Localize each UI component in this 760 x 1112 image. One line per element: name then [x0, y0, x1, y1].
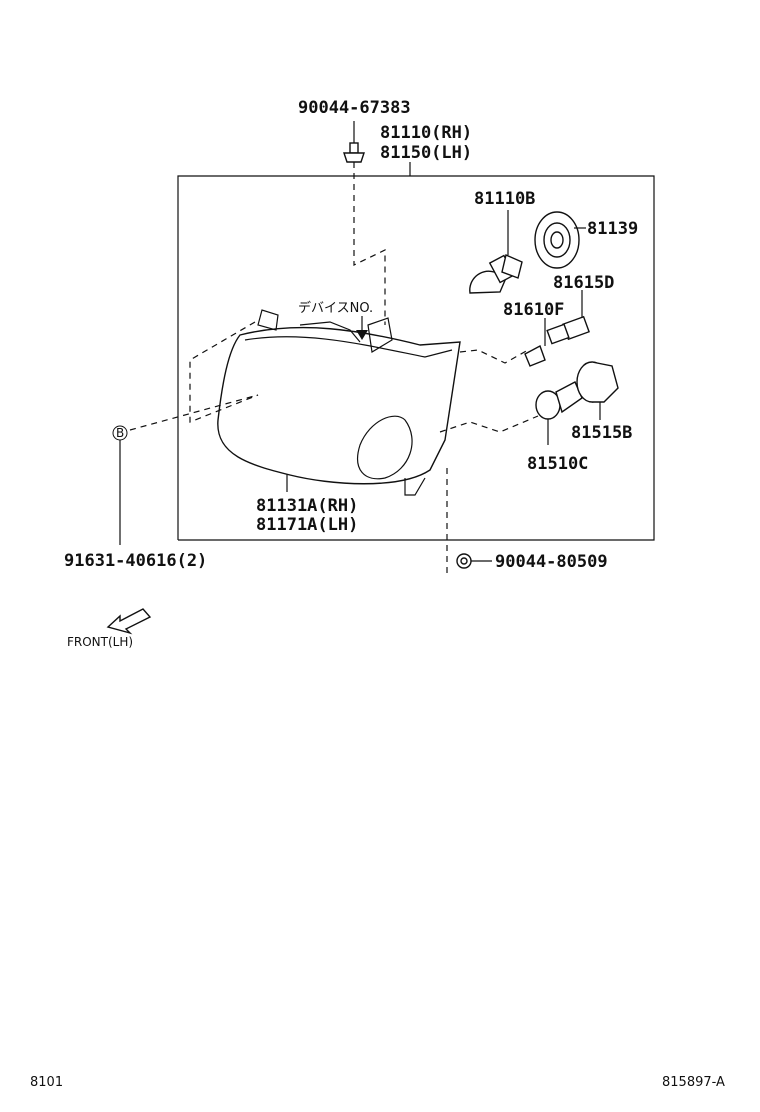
label-bulb-f: 81610F: [503, 300, 564, 320]
label-assy-rh: 81110(RH): [380, 123, 472, 143]
front-arrow-icon: [106, 608, 152, 635]
bulb-c-part: [535, 381, 583, 445]
label-assy-lh: 81150(LH): [380, 143, 472, 163]
label-front: FRONT(LH): [67, 635, 133, 649]
housing-dash-right: [439, 415, 539, 433]
label-clip: 91631-40616(2): [64, 551, 207, 571]
label-lens-rh: 81131A(RH): [256, 496, 358, 516]
bulb-main-part: [469, 210, 523, 294]
bulb-f-part: [524, 318, 546, 367]
label-device-no: デバイスNO.: [298, 300, 373, 316]
label-bulb-c: 81510C: [527, 454, 588, 474]
label-socket-b: 81515B: [571, 423, 632, 443]
label-bulb-main: 81110B: [474, 189, 535, 209]
assembly-frame: [177, 175, 655, 541]
label-socket-d: 81615D: [553, 273, 614, 293]
socket-cover-part: [534, 211, 586, 269]
label-screw-bottom: 90044-80509: [495, 552, 608, 572]
socket-b-part: [576, 361, 619, 420]
b-marker-label: B: [116, 426, 124, 440]
socket-d-part: [546, 290, 590, 345]
label-socket-cover: 81139: [587, 219, 638, 239]
housing-dash-b: [129, 394, 259, 431]
screw-top-part: [343, 121, 365, 163]
screw-bottom-part: [456, 553, 492, 569]
label-lens-lh: 81171A(LH): [256, 515, 358, 535]
label-screw-top: 90044-67383: [298, 98, 411, 118]
footer-left-code: 8101: [30, 1075, 64, 1090]
footer-right-code: 815897-A: [662, 1075, 725, 1090]
housing-dash-socket: [459, 349, 529, 364]
housing-dash-left: [189, 321, 259, 423]
device-arrow-head: [356, 330, 368, 340]
headlamp-housing: [217, 309, 461, 496]
